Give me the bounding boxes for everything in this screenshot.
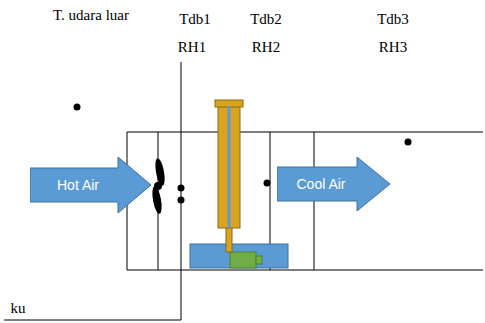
arrow-outline bbox=[30, 157, 151, 213]
leader-line bbox=[4, 62, 181, 320]
pad-cap bbox=[215, 100, 243, 107]
temp-label: Tdb2 bbox=[236, 11, 296, 28]
flow-arrow: Hot Air bbox=[30, 156, 152, 214]
base-tank bbox=[190, 244, 288, 268]
pump-outlet bbox=[256, 256, 262, 264]
temp-label: Tdb1 bbox=[165, 11, 225, 28]
fan-symbol bbox=[151, 158, 167, 215]
humidity-label: RH1 bbox=[162, 39, 222, 56]
housing-lines bbox=[127, 132, 483, 270]
flow-arrow: Cool Air bbox=[277, 156, 391, 212]
cooling-pad bbox=[218, 106, 240, 228]
pipe bbox=[226, 225, 232, 252]
arrow-label: Hot Air bbox=[57, 177, 99, 193]
ambient-label: T. udara luar bbox=[51, 7, 131, 24]
coefficient-label: ku bbox=[3, 300, 33, 317]
arrow-outline bbox=[277, 157, 390, 211]
temp-label: Tdb3 bbox=[363, 11, 423, 28]
humidity-label: RH2 bbox=[236, 39, 296, 56]
water-line bbox=[228, 106, 231, 228]
humidity-label: RH3 bbox=[363, 39, 423, 56]
pump-motor bbox=[230, 252, 256, 268]
arrow-label: Cool Air bbox=[296, 176, 345, 192]
